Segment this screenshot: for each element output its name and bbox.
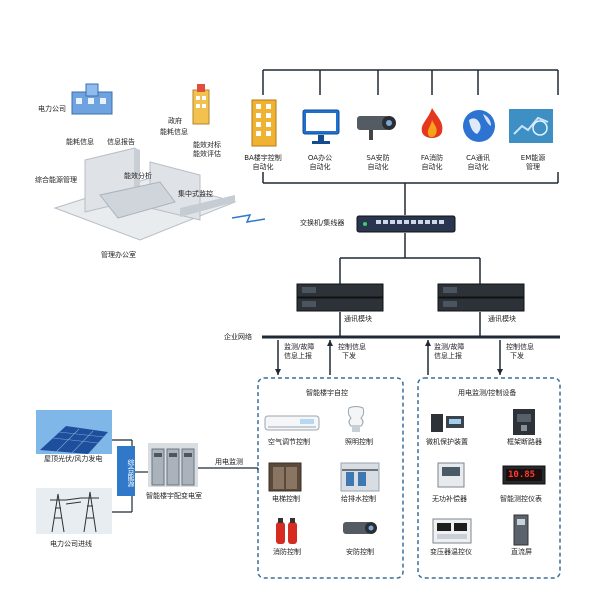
item-reactive-compensator: 无功补偿器: [432, 495, 467, 503]
system-ba-line2: 自动化: [252, 163, 274, 171]
label-control-info-1: 控制信息: [338, 343, 366, 351]
label-enterprise-network: 企业网络: [224, 333, 252, 341]
label-monitor-fault-1: 监测/故障: [284, 343, 315, 351]
item-elevator: 电梯控制: [272, 495, 300, 503]
system-em-line2: 管理: [526, 163, 540, 171]
camera-icon: [355, 110, 401, 146]
power-company-building-icon: [68, 82, 116, 120]
light-bulb-icon: [343, 406, 369, 440]
system-em-line1: EM能源: [520, 154, 546, 162]
power-transmission-image: [36, 488, 112, 538]
smart-meter-icon: 10.85: [502, 465, 546, 489]
monitor-icon: [301, 108, 341, 150]
item-water-supply: 给排水控制: [341, 495, 376, 503]
elevator-icon: [268, 462, 302, 496]
label-down-1: 下发: [342, 352, 356, 360]
label-info-up-1: 信息上报: [284, 352, 312, 360]
building-icon: [248, 94, 280, 152]
label-switch: 交换机/集线器: [300, 219, 345, 227]
label-grid-incoming: 电力公司进线: [50, 540, 92, 548]
label-integrated-energy: 综合能源: [127, 458, 135, 487]
label-integrated-mgmt: 综合能源管理: [35, 176, 77, 184]
item-relay-protection: 微机保护装置: [426, 438, 468, 446]
label-energy-assess: 能效评估: [193, 150, 221, 158]
label-info-up-2: 信息上报: [434, 352, 462, 360]
security-camera-icon: [341, 518, 381, 546]
integrated-energy-badge: 综合能源: [117, 446, 135, 496]
item-air-conditioning: 空气调节控制: [268, 438, 310, 446]
system-sa-line1: SA安防: [366, 154, 390, 162]
item-frame-breaker: 框架断路器: [507, 438, 542, 446]
item-security-control: 安防控制: [346, 548, 374, 556]
relay-protection-icon: [430, 412, 466, 438]
globe-icon: [461, 108, 497, 148]
system-ca-line2: 自动化: [467, 163, 489, 171]
system-sa-line2: 自动化: [367, 163, 389, 171]
dc-panel-icon: [513, 514, 529, 550]
label-central-monitor: 集中式监控: [178, 190, 213, 198]
frame-breaker-icon: [512, 408, 536, 440]
system-fa-line2: 自动化: [421, 163, 443, 171]
label-energy-info-2: 能耗信息: [160, 128, 188, 136]
label-solar-wind: 屋顶光伏/风力发电: [44, 455, 103, 463]
label-comm-left: 通讯模块: [344, 315, 372, 323]
label-energy-analysis: 能效分析: [124, 172, 152, 180]
label-energy-info-1: 能耗信息: [66, 138, 94, 146]
energy-screen-icon: [508, 108, 554, 148]
smart-building-title: 智能楼宇自控: [306, 389, 348, 397]
system-fa-line1: FA消防: [420, 154, 444, 162]
system-oa-line1: OA办公: [307, 154, 333, 162]
fire-extinguisher-icon: [272, 516, 302, 550]
meter-readout: 10.85: [508, 470, 536, 480]
item-transformer-temp: 变压器温控仪: [430, 548, 472, 556]
label-energy-compare: 能效对标: [193, 141, 221, 149]
label-comm-right: 通讯模块: [488, 315, 516, 323]
label-down-2: 下发: [510, 352, 524, 360]
substation-image: [148, 443, 198, 491]
label-government: 政府: [168, 117, 182, 125]
comm-module-right: [437, 283, 525, 317]
item-fire-control: 消防控制: [273, 548, 301, 556]
label-substation: 智能楼宇配变电室: [146, 492, 202, 500]
item-smart-meter: 智能测控仪表: [500, 495, 542, 503]
water-pump-icon: [340, 462, 380, 496]
label-power-company: 电力公司: [38, 105, 66, 113]
label-power-monitoring: 用电监测: [215, 458, 243, 466]
comm-module-left: [296, 283, 384, 317]
fire-icon: [418, 106, 446, 146]
solar-panel-image: [36, 410, 112, 458]
item-lighting: 照明控制: [345, 438, 373, 446]
transformer-temp-controller-icon: [432, 518, 472, 548]
reactive-compensator-icon: [437, 462, 465, 492]
switch-device: [356, 213, 456, 239]
power-monitor-title: 用电监测/控制设备: [458, 389, 517, 397]
office-illustration: [40, 90, 250, 250]
system-ba-line1: BA楼宇控制: [244, 154, 282, 162]
system-ca-line1: CA通讯: [466, 154, 490, 162]
label-monitor-fault-2: 监测/故障: [434, 343, 465, 351]
item-dc-panel: 直流屏: [511, 548, 532, 556]
system-oa-line2: 自动化: [309, 163, 331, 171]
label-management-office: 管理办公室: [101, 251, 136, 259]
label-info-report: 信息报告: [107, 138, 135, 146]
air-conditioner-icon: [264, 414, 320, 438]
government-building-icon: [188, 82, 214, 130]
label-control-info-2: 控制信息: [506, 343, 534, 351]
